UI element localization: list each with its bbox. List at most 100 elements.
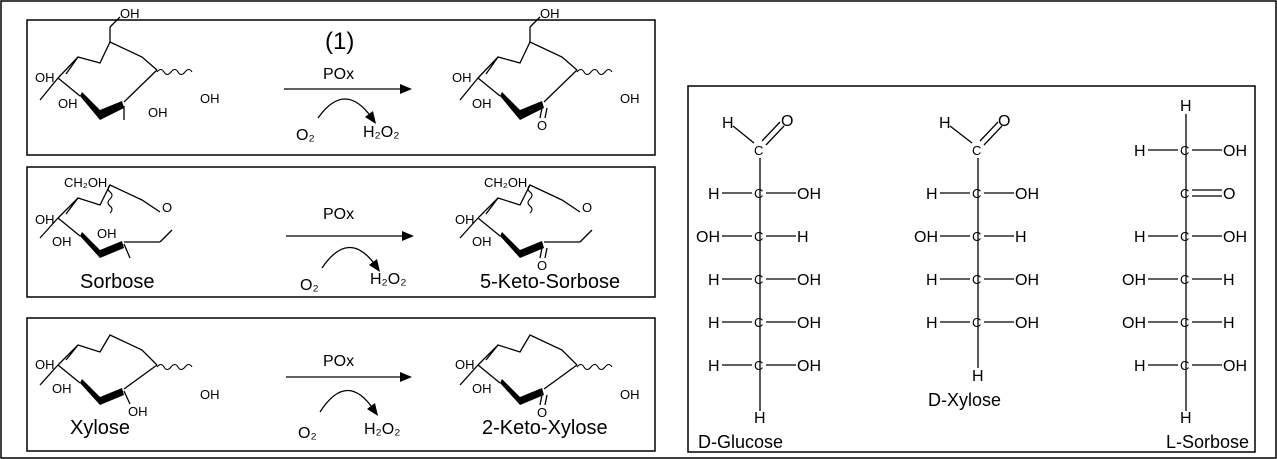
atom-label: C: [754, 143, 763, 158]
atom-label: OH: [540, 6, 560, 21]
substituent-left: H: [708, 315, 720, 332]
atom-label: C: [1180, 315, 1189, 330]
substituent-left: H: [1134, 143, 1146, 160]
atom-label: C: [972, 186, 981, 201]
atom-label: OH: [35, 357, 55, 372]
substituent-left: OH: [1122, 272, 1146, 289]
atom-label: C: [1180, 229, 1189, 244]
atom-label: C: [754, 315, 763, 330]
atom-label: C: [1180, 272, 1189, 287]
atom-label: C: [754, 186, 763, 201]
atom-label: C: [754, 272, 763, 287]
enzyme-label: POx: [323, 66, 354, 83]
substituent-right: OH: [1015, 272, 1039, 289]
atom-label: OH: [35, 70, 55, 85]
atom-label: O: [781, 113, 793, 130]
substituent-right: H: [1015, 229, 1027, 246]
ch2oh-label: CH₂OH: [64, 175, 107, 190]
substituent-left: H: [708, 358, 720, 375]
atom-label: C: [754, 358, 763, 373]
atom-label: H: [754, 410, 766, 427]
fischer-xylose: H O C H C OH OH C H H C OH H C: [914, 113, 1039, 410]
atom-label: H: [972, 368, 984, 385]
atom-label: OH: [455, 357, 475, 372]
atom-label: OH: [35, 212, 55, 227]
atom-label: C: [1180, 186, 1189, 201]
atom-label: O: [537, 405, 547, 420]
h2o2-label: H₂O₂: [370, 271, 406, 288]
enzyme-label: POx: [323, 206, 354, 223]
substituent-right: OH: [1223, 143, 1247, 160]
product-2-ring: [459, 184, 593, 259]
substituent-right: H: [1223, 272, 1235, 289]
atom-label: OH: [620, 91, 640, 106]
atom-label: H: [1180, 98, 1192, 115]
substituent-right: OH: [797, 315, 821, 332]
fischer-sorbose: H H C OH C O H C OH OH C H OH C H: [1122, 98, 1249, 452]
substrate-name: Xylose: [70, 417, 130, 439]
atom-label: OH: [472, 381, 492, 396]
atom-label: OH: [52, 381, 72, 396]
substituent-left: H: [1134, 358, 1146, 375]
arrowhead: [365, 111, 376, 124]
substituent-left: H: [926, 186, 938, 203]
substituent-left: OH: [914, 229, 938, 246]
o2-label: O₂: [296, 127, 315, 144]
product-3-ring: [459, 334, 613, 406]
panel-1-border: [26, 19, 656, 156]
atom-label: OH: [148, 105, 168, 120]
reaction-panel-3: OH OH OH OH Xylose POx O₂ H₂O₂ OH OH O O…: [26, 317, 656, 452]
atom-label: O: [1223, 186, 1235, 203]
substrate-name: Sorbose: [80, 271, 155, 293]
atom-label: H: [939, 115, 951, 132]
atom-label: C: [1180, 143, 1189, 158]
atom-label: OH: [452, 70, 472, 85]
substituent-left: H: [708, 186, 720, 203]
curved-arrow: [317, 98, 373, 119]
substituent-right: H: [1223, 315, 1235, 332]
substituent-right: OH: [797, 358, 821, 375]
bold-wedge: [80, 92, 124, 120]
substituent-right: H: [797, 229, 809, 246]
reaction-panel-1: OH OH OH OH OH (1) POx O₂ H₂O₂ OH OH: [26, 6, 656, 156]
substituent-left: OH: [696, 229, 720, 246]
sugar-name: D-Glucose: [698, 432, 783, 452]
atom-label: OH: [472, 96, 492, 111]
wavy-bond: [156, 68, 193, 76]
atom-label: O: [162, 200, 172, 215]
o2-label: O₂: [298, 425, 317, 442]
arrowhead: [400, 84, 412, 94]
atom-label: O: [582, 200, 592, 215]
substrate-2-ring: [39, 184, 173, 259]
atom-label: OH: [97, 226, 117, 241]
atom-label: OH: [472, 234, 492, 249]
substituent-right: OH: [797, 186, 821, 203]
substituent-left: OH: [1122, 315, 1146, 332]
atom-label: O: [537, 258, 547, 273]
atom-label: C: [754, 229, 763, 244]
atom-label: C: [1180, 358, 1189, 373]
wavy-bond: [107, 184, 113, 214]
reaction-number: (1): [325, 28, 354, 55]
substituent-left: H: [926, 315, 938, 332]
atom-label: H: [722, 115, 734, 132]
atom-label: C: [972, 143, 981, 158]
fischer-glucose: H O C H C OH OH C H H C OH H C: [696, 113, 821, 452]
substituent-right: OH: [1015, 315, 1039, 332]
ch2oh-label: CH₂OH: [484, 175, 527, 190]
h2o2-label: H₂O₂: [364, 421, 400, 438]
o2-label: O₂: [300, 277, 319, 294]
atom-label: OH: [128, 404, 148, 419]
substituent-left: H: [926, 272, 938, 289]
atom-label: C: [972, 315, 981, 330]
substituent-right: OH: [1223, 358, 1247, 375]
product-name: 2-Keto-Xylose: [482, 417, 608, 439]
product-name: 5-Keto-Sorbose: [480, 271, 620, 293]
atom-label: OH: [52, 234, 72, 249]
atom-label: OH: [455, 212, 475, 227]
fischer-panel: H O C H C OH OH C H H C OH H C: [687, 85, 1256, 453]
substituent-right: OH: [1223, 229, 1247, 246]
